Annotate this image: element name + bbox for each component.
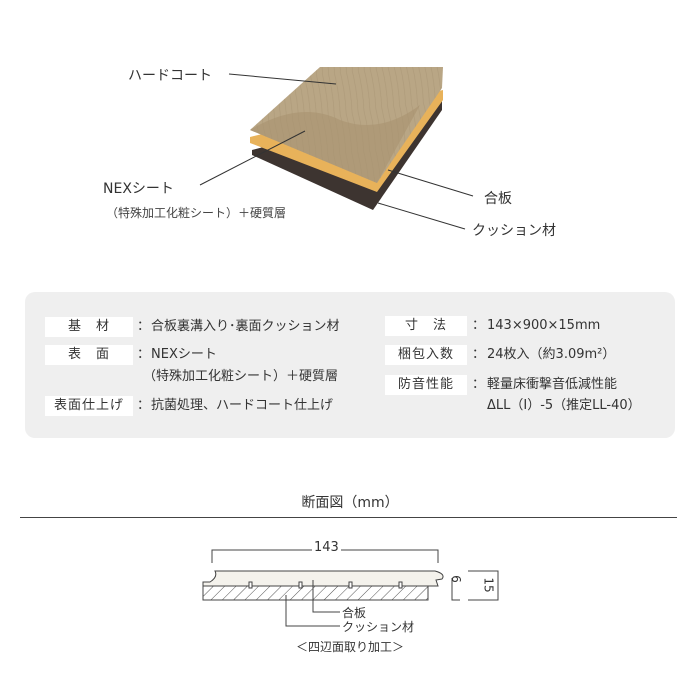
cross-section-diagram bbox=[202, 549, 499, 627]
separator: ： bbox=[137, 398, 151, 413]
section-cushion-label: クッション材 bbox=[342, 620, 415, 634]
section-title: 断面図（mm） bbox=[301, 495, 399, 511]
spec-value: 軽量床衝撃音低減性能 bbox=[487, 377, 618, 392]
flooring-layer-illustration bbox=[199, 67, 474, 230]
spec-value: ΔLL（Ⅰ）-5（推定LL-40） bbox=[487, 398, 641, 413]
nex-sheet-label: NEXシート bbox=[103, 181, 174, 197]
separator: ： bbox=[472, 318, 486, 333]
spec-key: 表 面 bbox=[45, 345, 133, 365]
separator: ： bbox=[472, 347, 486, 362]
separator: ： bbox=[137, 347, 151, 362]
spec-table: 基 材 ： 合板裏溝入り･裏面クッション材 表 面 ： NEXシート （特殊加工… bbox=[25, 292, 675, 438]
spec-value: 合板裏溝入り･裏面クッション材 bbox=[151, 319, 340, 334]
section-plywood-label: 合板 bbox=[342, 606, 367, 620]
hard-coat-leader bbox=[228, 73, 337, 85]
nex-sheet-sublabel: （特殊加工化粧シート）＋硬質層 bbox=[106, 206, 287, 220]
cushion-leader bbox=[377, 202, 466, 230]
spec-key: 寸 法 bbox=[385, 316, 467, 336]
spec-value: NEXシート bbox=[151, 347, 217, 362]
spec-value: （特殊加工化粧シート）＋硬質層 bbox=[143, 369, 339, 384]
spec-value: 143×900×15mm bbox=[487, 318, 601, 333]
spec-key: 表面仕上げ bbox=[45, 396, 133, 416]
dim-15: 15 bbox=[481, 577, 496, 593]
divider bbox=[20, 517, 677, 518]
plywood-label: 合板 bbox=[484, 191, 512, 207]
spec-key: 防音性能 bbox=[385, 375, 467, 395]
separator: ： bbox=[472, 377, 486, 392]
width-dimension: 143 bbox=[312, 540, 341, 555]
nex-leader bbox=[199, 130, 306, 186]
separator: ： bbox=[137, 319, 151, 334]
cushion-label: クッション材 bbox=[472, 223, 556, 239]
hard-coat-label: ハードコート bbox=[128, 68, 212, 84]
spec-key: 梱包入数 bbox=[385, 345, 467, 365]
dim-6: 6 bbox=[448, 575, 463, 583]
spec-value: 抗菌処理、ハードコート仕上げ bbox=[151, 398, 334, 413]
section-caption: ＜四辺面取り加工＞ bbox=[295, 640, 404, 654]
spec-value: 24枚入（約3.09m²） bbox=[487, 347, 616, 362]
plywood-leader bbox=[387, 169, 474, 197]
spec-key: 基 材 bbox=[45, 317, 133, 337]
